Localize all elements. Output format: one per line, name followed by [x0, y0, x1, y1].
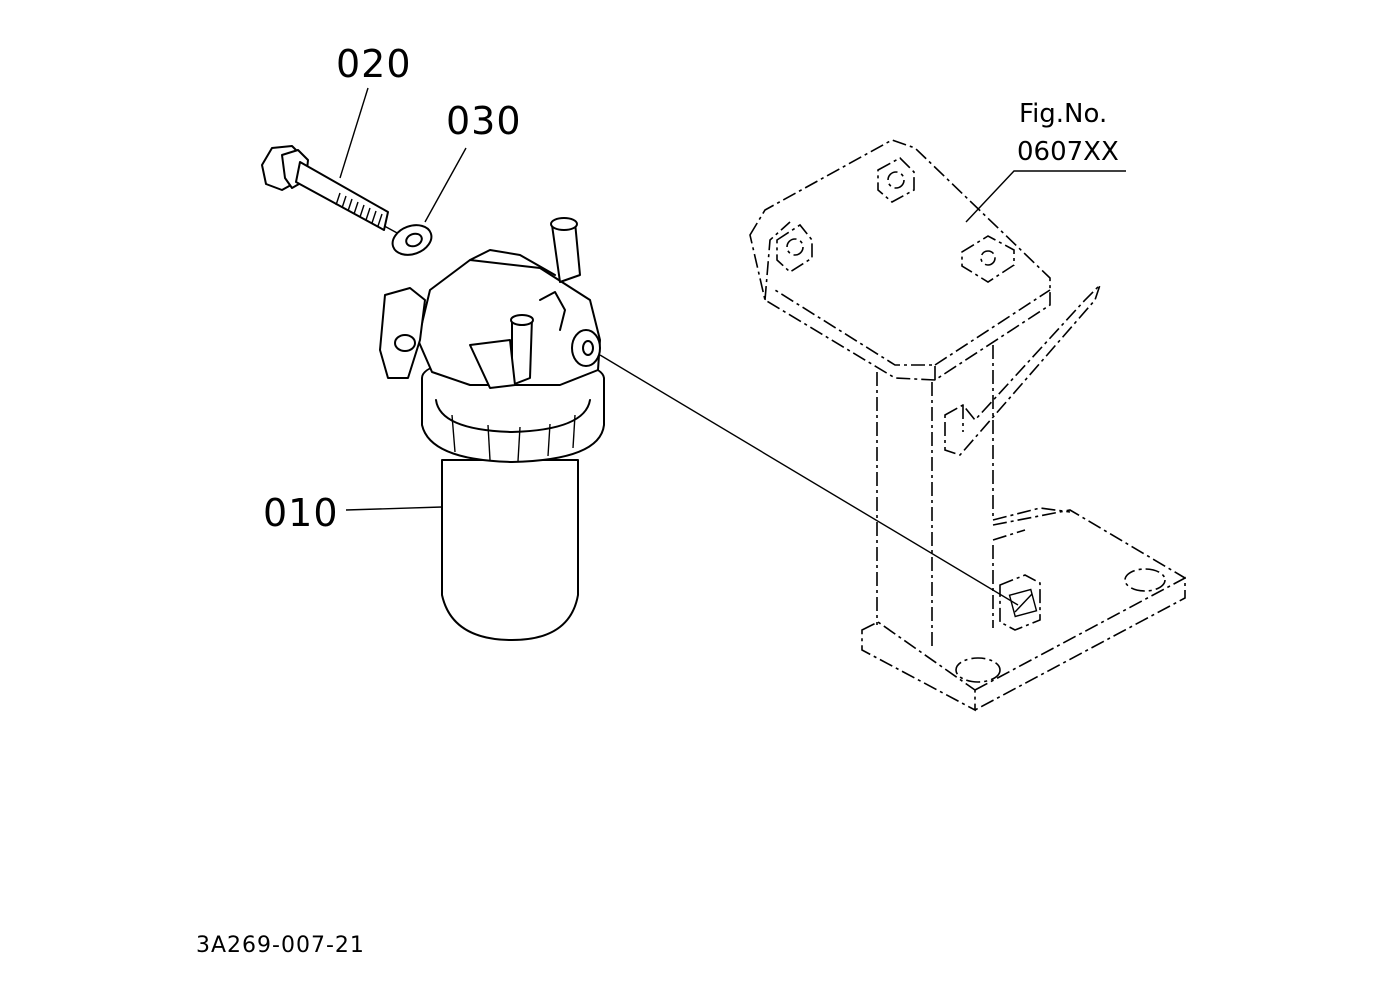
- fuel-filter-010: [379, 217, 605, 641]
- mounting-bracket: [749, 139, 1186, 712]
- figure-label: Fig.No.: [1019, 99, 1108, 129]
- callout-bolt: 020: [336, 42, 412, 86]
- washer-030: [391, 224, 433, 256]
- bolt-020: [261, 145, 389, 231]
- figure-number: 0607XX: [1017, 137, 1119, 167]
- drawing-code: 3A269-007-21: [196, 933, 365, 958]
- callout-washer: 030: [446, 99, 522, 143]
- callout-filter: 010: [263, 491, 339, 535]
